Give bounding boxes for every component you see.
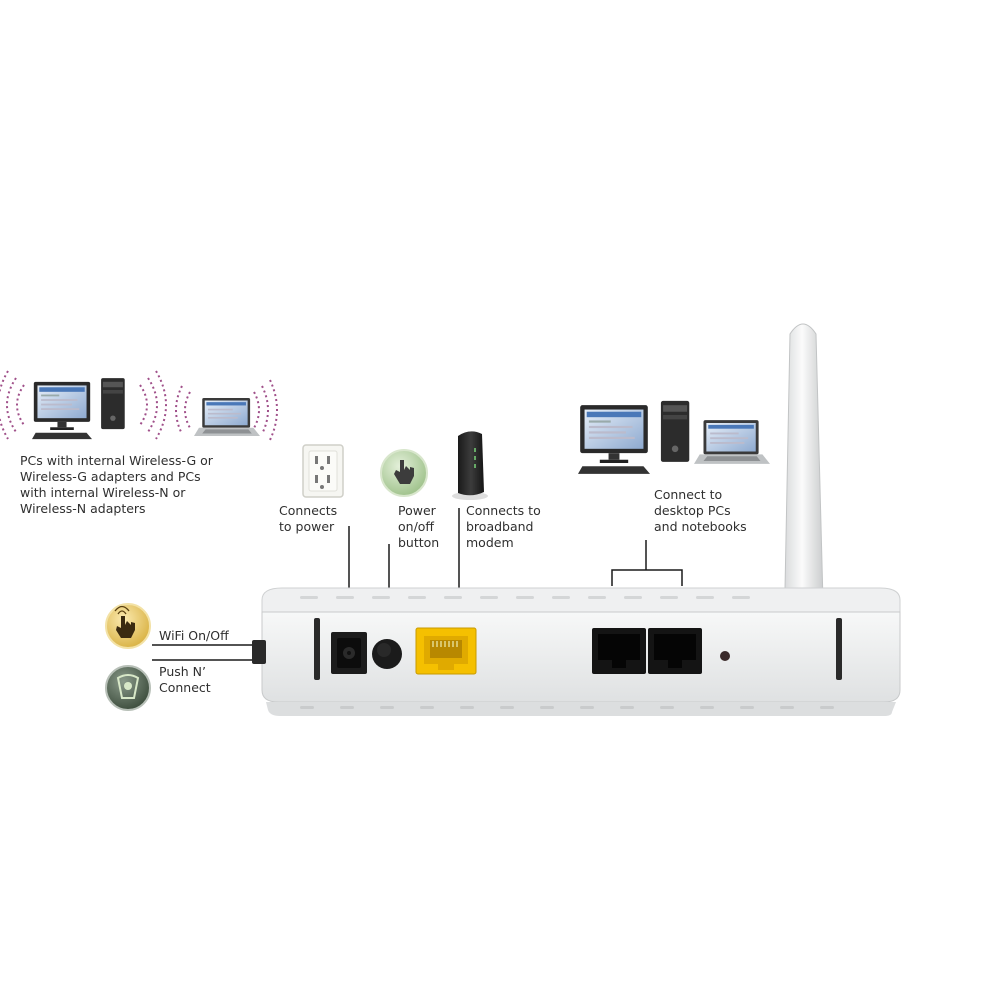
- reset-hole: [720, 651, 730, 661]
- callout-lines: [348, 508, 683, 588]
- lan-label: Connect to desktop PCs and notebooks: [654, 487, 747, 534]
- wan-port: [415, 627, 477, 675]
- wall-outlet-icon: [302, 444, 344, 498]
- lan-port-1: [592, 628, 646, 674]
- wifi-label: WiFi On/Off: [159, 628, 229, 643]
- power-button-label: Power on/off button: [398, 503, 440, 550]
- lan-clients-group: [578, 400, 770, 474]
- side-button-leads: [152, 640, 266, 664]
- power-label: Connects to power: [279, 503, 338, 534]
- power-jack: [331, 632, 367, 674]
- modem-label: Connects to broadband modem: [466, 503, 541, 550]
- laptop-icon: [694, 420, 770, 464]
- desktop-pc-icon: [578, 400, 690, 474]
- power-button: [372, 639, 402, 669]
- cable-modem-icon: [452, 431, 488, 500]
- laptop-icon: [194, 398, 260, 436]
- push-label: Push N’ Connect: [159, 664, 211, 695]
- wifi-button-icon: [105, 603, 151, 649]
- hand-press-icon: [380, 449, 428, 497]
- desktop-pc-icon: [32, 378, 125, 440]
- wireless-clients-group: [0, 370, 278, 441]
- push-n-connect-icon: [105, 665, 151, 711]
- wifi-waves-icon: [0, 370, 278, 441]
- lan-port-2: [648, 628, 702, 674]
- wireless-clients-label: PCs with internal Wireless-G or Wireless…: [20, 453, 213, 516]
